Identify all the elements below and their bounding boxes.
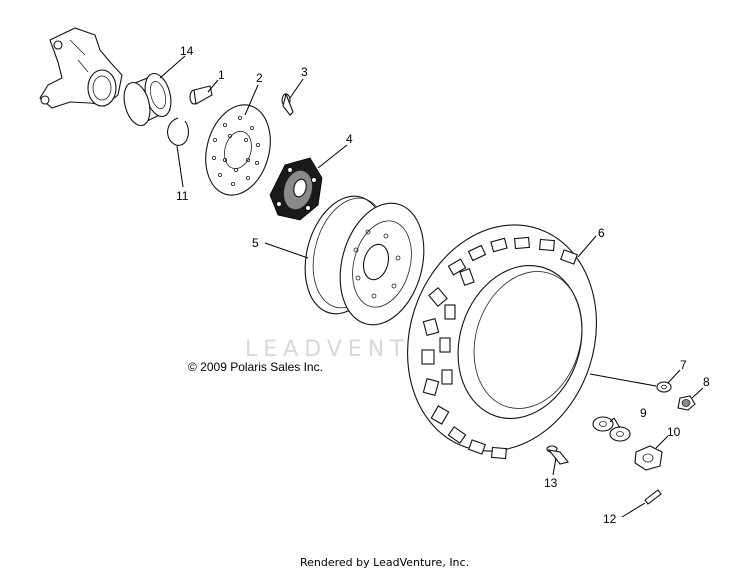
callout-6: 6 — [598, 226, 605, 240]
callout-11: 11 — [176, 189, 189, 203]
part-steering-knuckle — [39, 27, 123, 109]
part-wheel-bearing — [123, 72, 172, 127]
part-washer-7 — [656, 381, 672, 393]
callout-1: 1 — [218, 68, 225, 82]
callout-8: 8 — [703, 375, 710, 389]
footer-credit: Rendered by LeadVenture, Inc. — [300, 556, 469, 569]
part-bolt-1 — [189, 85, 213, 105]
callout-13: 13 — [544, 476, 558, 490]
callout-10: 10 — [667, 425, 681, 439]
callout-4: 4 — [346, 132, 353, 146]
part-wheel-rim — [304, 195, 425, 326]
callout-7: 7 — [680, 358, 687, 372]
callout-12: 12 — [603, 512, 617, 526]
part-wheel-hub — [269, 157, 323, 221]
part-bolt-3 — [281, 92, 294, 116]
part-nut-8 — [677, 395, 696, 411]
callout-14: 14 — [180, 44, 194, 58]
callout-3: 3 — [301, 65, 308, 79]
callout-leaders — [159, 55, 704, 518]
callout-2: 2 — [256, 71, 263, 85]
callout-5: 5 — [252, 236, 259, 250]
callout-9: 9 — [640, 406, 647, 420]
part-cotter-pin — [644, 489, 662, 505]
callout-labels: 1 2 3 4 5 6 7 8 9 10 11 12 13 14 — [176, 44, 710, 526]
part-bolt-13 — [546, 445, 569, 465]
copyright-notice: © 2009 Polaris Sales Inc. — [188, 360, 323, 374]
part-nut-10 — [634, 445, 663, 471]
part-washers-9 — [592, 416, 631, 442]
part-snap-ring — [167, 117, 189, 146]
part-brake-disc — [205, 104, 271, 196]
part-tire — [407, 224, 597, 460]
